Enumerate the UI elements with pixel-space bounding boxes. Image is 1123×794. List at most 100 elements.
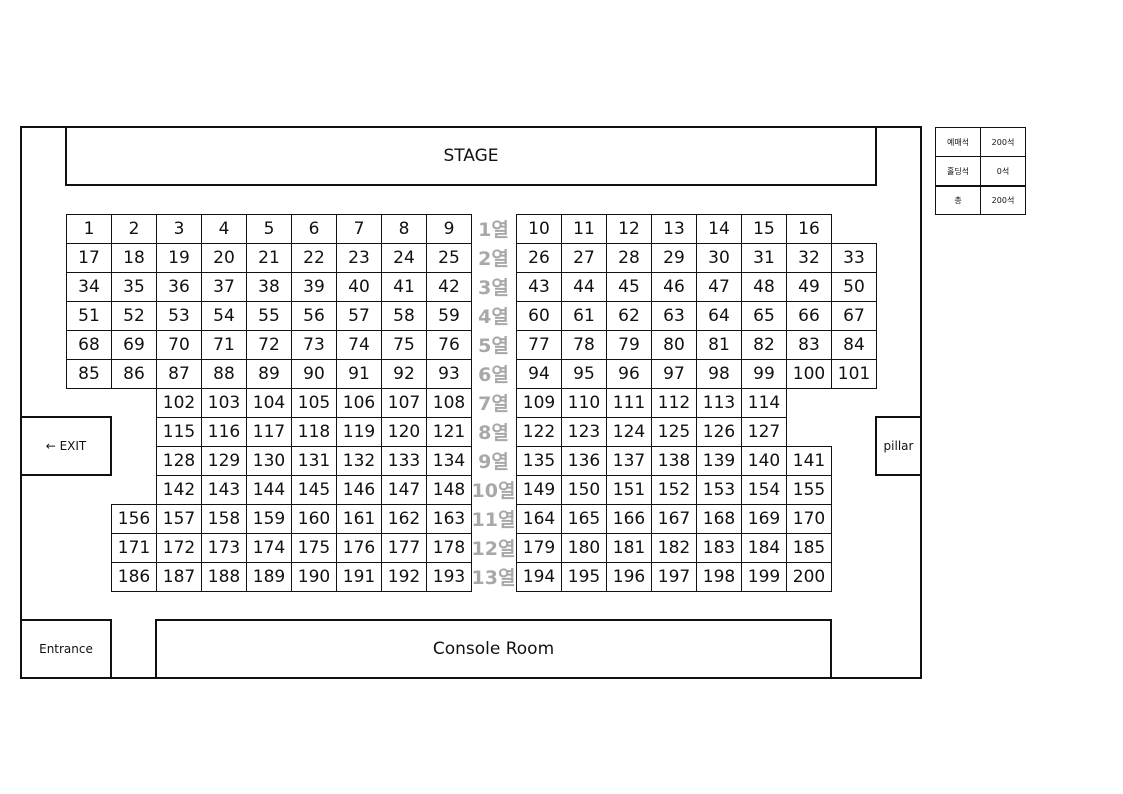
seat[interactable]: 97 [651, 359, 697, 389]
seat[interactable]: 104 [246, 388, 292, 418]
seat[interactable]: 98 [696, 359, 742, 389]
seat[interactable]: 52 [111, 301, 157, 331]
seat[interactable]: 115 [156, 417, 202, 447]
seat[interactable]: 15 [741, 214, 787, 244]
seat[interactable]: 183 [696, 533, 742, 563]
seat[interactable]: 194 [516, 562, 562, 592]
seat[interactable]: 165 [561, 504, 607, 534]
seat[interactable]: 112 [651, 388, 697, 418]
seat[interactable]: 143 [201, 475, 247, 505]
seat[interactable]: 126 [696, 417, 742, 447]
seat[interactable]: 162 [381, 504, 427, 534]
seat[interactable]: 21 [246, 243, 292, 273]
seat[interactable]: 49 [786, 272, 832, 302]
seat[interactable]: 118 [291, 417, 337, 447]
seat[interactable]: 102 [156, 388, 202, 418]
seat[interactable]: 125 [651, 417, 697, 447]
seat[interactable]: 105 [291, 388, 337, 418]
seat[interactable]: 111 [606, 388, 652, 418]
seat[interactable]: 18 [111, 243, 157, 273]
seat[interactable]: 16 [786, 214, 832, 244]
seat[interactable]: 77 [516, 330, 562, 360]
seat[interactable]: 19 [156, 243, 202, 273]
seat[interactable]: 41 [381, 272, 427, 302]
seat[interactable]: 29 [651, 243, 697, 273]
seat[interactable]: 38 [246, 272, 292, 302]
seat[interactable]: 61 [561, 301, 607, 331]
seat[interactable]: 66 [786, 301, 832, 331]
seat[interactable]: 46 [651, 272, 697, 302]
seat[interactable]: 5 [246, 214, 292, 244]
seat[interactable]: 14 [696, 214, 742, 244]
seat[interactable]: 110 [561, 388, 607, 418]
seat[interactable]: 107 [381, 388, 427, 418]
seat[interactable]: 156 [111, 504, 157, 534]
seat[interactable]: 197 [651, 562, 697, 592]
seat[interactable]: 83 [786, 330, 832, 360]
seat[interactable]: 37 [201, 272, 247, 302]
seat[interactable]: 114 [741, 388, 787, 418]
seat[interactable]: 24 [381, 243, 427, 273]
seat[interactable]: 161 [336, 504, 382, 534]
seat[interactable]: 108 [426, 388, 472, 418]
seat[interactable]: 147 [381, 475, 427, 505]
seat[interactable]: 33 [831, 243, 877, 273]
seat[interactable]: 67 [831, 301, 877, 331]
seat[interactable]: 142 [156, 475, 202, 505]
seat[interactable]: 121 [426, 417, 472, 447]
seat[interactable]: 191 [336, 562, 382, 592]
seat[interactable]: 133 [381, 446, 427, 476]
seat[interactable]: 94 [516, 359, 562, 389]
seat[interactable]: 153 [696, 475, 742, 505]
seat[interactable]: 200 [786, 562, 832, 592]
seat[interactable]: 109 [516, 388, 562, 418]
seat[interactable]: 65 [741, 301, 787, 331]
seat[interactable]: 184 [741, 533, 787, 563]
seat[interactable]: 45 [606, 272, 652, 302]
seat[interactable]: 44 [561, 272, 607, 302]
seat[interactable]: 158 [201, 504, 247, 534]
seat[interactable]: 82 [741, 330, 787, 360]
seat[interactable]: 171 [111, 533, 157, 563]
seat[interactable]: 28 [606, 243, 652, 273]
seat[interactable]: 25 [426, 243, 472, 273]
seat[interactable]: 166 [606, 504, 652, 534]
seat[interactable]: 10 [516, 214, 562, 244]
seat[interactable]: 76 [426, 330, 472, 360]
seat[interactable]: 75 [381, 330, 427, 360]
seat[interactable]: 132 [336, 446, 382, 476]
seat[interactable]: 155 [786, 475, 832, 505]
seat[interactable]: 34 [66, 272, 112, 302]
seat[interactable]: 188 [201, 562, 247, 592]
seat[interactable]: 62 [606, 301, 652, 331]
seat[interactable]: 8 [381, 214, 427, 244]
seat[interactable]: 172 [156, 533, 202, 563]
seat[interactable]: 169 [741, 504, 787, 534]
seat[interactable]: 129 [201, 446, 247, 476]
seat[interactable]: 186 [111, 562, 157, 592]
seat[interactable]: 168 [696, 504, 742, 534]
seat[interactable]: 96 [606, 359, 652, 389]
seat[interactable]: 139 [696, 446, 742, 476]
seat[interactable]: 192 [381, 562, 427, 592]
seat[interactable]: 113 [696, 388, 742, 418]
seat[interactable]: 71 [201, 330, 247, 360]
seat[interactable]: 6 [291, 214, 337, 244]
seat[interactable]: 127 [741, 417, 787, 447]
seat[interactable]: 84 [831, 330, 877, 360]
seat[interactable]: 103 [201, 388, 247, 418]
seat[interactable]: 198 [696, 562, 742, 592]
seat[interactable]: 151 [606, 475, 652, 505]
seat[interactable]: 64 [696, 301, 742, 331]
seat[interactable]: 170 [786, 504, 832, 534]
seat[interactable]: 79 [606, 330, 652, 360]
seat[interactable]: 51 [66, 301, 112, 331]
seat[interactable]: 145 [291, 475, 337, 505]
seat[interactable]: 78 [561, 330, 607, 360]
seat[interactable]: 185 [786, 533, 832, 563]
seat[interactable]: 85 [66, 359, 112, 389]
seat[interactable]: 30 [696, 243, 742, 273]
seat[interactable]: 181 [606, 533, 652, 563]
seat[interactable]: 1 [66, 214, 112, 244]
seat[interactable]: 35 [111, 272, 157, 302]
